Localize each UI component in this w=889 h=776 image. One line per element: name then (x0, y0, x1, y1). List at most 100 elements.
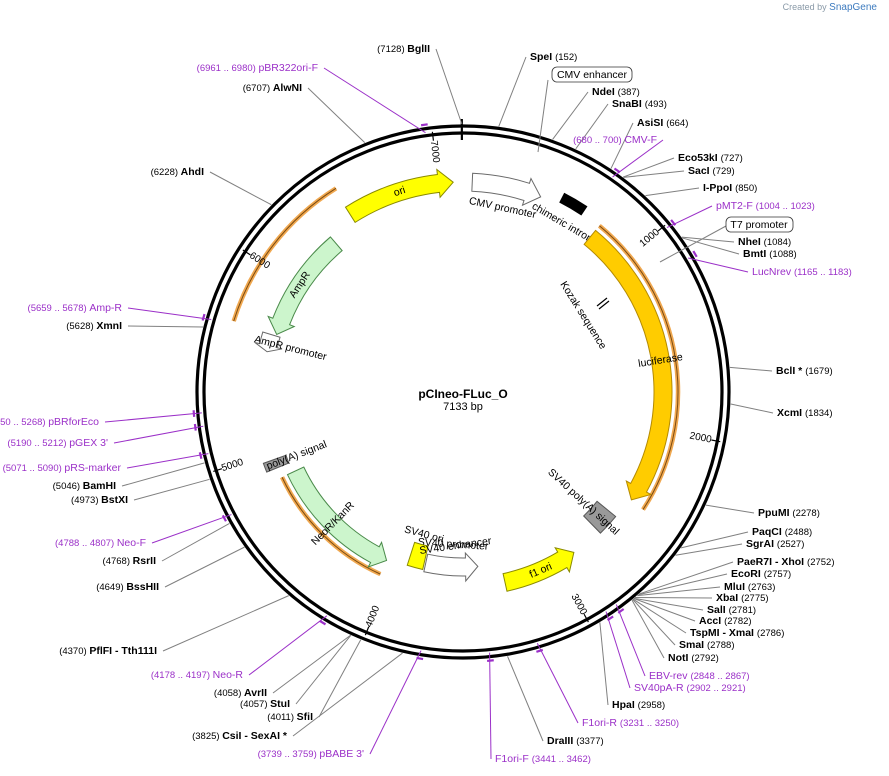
orf-luc-arc-core (599, 225, 679, 510)
sgrai-leader (675, 543, 743, 556)
kozak-text: Kozak sequence (557, 279, 608, 351)
xbai-site: XbaI (2775) (635, 592, 769, 604)
paer7i-name: PaeR7I - XhoI (737, 556, 807, 568)
pbrforeco-primer: (5250 .. 5268) pBRforEco (0, 410, 202, 428)
brand-name: SnapGene (829, 2, 877, 13)
rsrii-name: RsrII (133, 555, 156, 567)
acci-position: (2782) (724, 616, 751, 627)
stui-leader (295, 635, 352, 705)
cmv-enhancer-text: CMV enhancer (557, 69, 628, 81)
neo-f-position: (4788 .. 4807) (55, 538, 117, 549)
hpai-name: HpaI (612, 699, 638, 711)
xcmi-text: XcmI (1834) (777, 407, 832, 419)
rsrii-leader (161, 522, 230, 562)
sgrai-text: SgrAI (2527) (746, 538, 804, 550)
backbone-inner-ring (202, 131, 724, 653)
nhei-leader (681, 236, 735, 243)
ppumi-text: PpuMI (2278) (758, 507, 820, 519)
prs-marker-text: (5071 .. 5090) pRS-marker (3, 462, 122, 474)
tick-1000 (657, 224, 666, 232)
lucnrev-primer: LucNrev (1165 .. 1183) (688, 250, 852, 278)
bsshii-name: BssHII (126, 581, 159, 593)
sv40pa-r-text: SV40pA-R (2902 .. 2921) (634, 682, 746, 694)
snabi-leader (575, 103, 609, 150)
mlui-text: MluI (2763) (724, 581, 775, 593)
ndei-name: NdeI (592, 86, 618, 98)
sali-leader (633, 597, 704, 611)
bamhi-leader (121, 462, 205, 487)
pbabe3-position: (3739 .. 3759) (258, 749, 320, 760)
neo-f-name: Neo-F (117, 537, 146, 549)
backbone-outer-ring (195, 124, 731, 660)
avrii-leader (272, 634, 351, 694)
bstxi-text: (4973) BstXI (71, 494, 128, 506)
avrii-site: (4058) AvrII (214, 634, 351, 699)
paqci-text: PaqCI (2488) (752, 526, 812, 538)
orf-layer (231, 186, 681, 577)
mlui-site: MluI (2763) (637, 581, 775, 597)
cmv-f-text: (680 .. 700) CMV-F (573, 134, 657, 146)
ebv-rev-leader (615, 604, 646, 677)
ahdi-site: (6228) AhdI (151, 166, 272, 206)
draiii-site: DraIII (3377) (507, 656, 604, 747)
alwni-leader (307, 87, 366, 144)
backbone (195, 124, 731, 660)
ahdi-name: AhdI (181, 166, 204, 178)
i-ppoi-name: I-PpoI (703, 182, 735, 194)
prs-marker-leader (126, 453, 209, 469)
spei-text: SpeI (152) (530, 51, 577, 63)
nhei-position: (1084) (764, 237, 791, 248)
asisi-site: AsiSI (664) (610, 117, 688, 169)
f1ori-f-leader (489, 652, 492, 760)
amp-r-name: Amp-R (89, 302, 122, 314)
mlui-leader (637, 586, 721, 597)
f1-ori-feature (502, 547, 575, 592)
pgex3-text: (5190 .. 5212) pGEX 3' (7, 437, 108, 449)
sv40-polya-feature (582, 500, 617, 534)
spei-name: SpeI (530, 51, 555, 63)
paqci-name: PaqCI (752, 526, 785, 538)
sv40pa-r-primer-mark (606, 615, 614, 621)
pmt2-f-position: (1004 .. 1023) (756, 201, 815, 212)
bsshii-site: (4649) BssHII (96, 546, 245, 593)
neo-r-primer-mark (319, 619, 327, 626)
bstxi-name: BstXI (101, 494, 128, 506)
chimeric-intron-feature (559, 192, 588, 216)
sv40-ori-feature (406, 541, 429, 571)
mlui-name: MluI (724, 581, 748, 593)
kozak-label: Kozak sequence (557, 279, 610, 352)
f1ori-f-text: F1ori-F (3441 .. 3462) (495, 753, 591, 765)
tick-2000 (711, 439, 721, 443)
pmt2-f-name: pMT2-F (716, 200, 756, 212)
xbai-text: XbaI (2775) (716, 592, 769, 604)
tick-3000 (583, 613, 589, 623)
avrii-text: (4058) AvrII (214, 687, 267, 699)
tick-5000 (213, 468, 223, 473)
stui-site: (4057) StuI (240, 635, 352, 710)
csii-position: (3825) (192, 731, 222, 742)
draiii-leader (507, 656, 544, 742)
stui-position: (4057) (240, 699, 270, 710)
ebv-rev-name: EBV-rev (649, 670, 690, 682)
sv40-polya-label: SV40 poly(A) signal (545, 466, 621, 537)
pmt2-f-primer-mark (670, 219, 677, 226)
xmni-leader (127, 325, 204, 328)
pbabe3-text: (3739 .. 3759) pBABE 3' (258, 748, 364, 760)
neo-f-text: (4788 .. 4807) Neo-F (55, 537, 146, 549)
sv40-promoter-feature (423, 551, 479, 583)
brand-prefix: Created by (782, 2, 827, 12)
ndei-position: (387) (618, 87, 640, 98)
f1ori-r-text: F1ori-R (3231 .. 3250) (582, 717, 679, 729)
neo-r-primer: (4178 .. 4197) Neo-R (151, 615, 328, 681)
pbr322ori-f-text: (6961 .. 6980) pBR322ori-F (197, 62, 318, 74)
pbrforeco-position: (5250 .. 5268) (0, 417, 48, 428)
lucnrev-name: LucNrev (752, 266, 794, 278)
acci-site: AccI (2782) (633, 598, 752, 627)
noti-name: NotI (668, 652, 691, 664)
ppumi-position: (2278) (792, 508, 819, 519)
i-ppoi-position: (850) (735, 183, 757, 194)
asisi-leader (610, 122, 634, 169)
xcmi-leader (730, 403, 774, 414)
pbr322ori-f-primer-mark (420, 123, 428, 127)
